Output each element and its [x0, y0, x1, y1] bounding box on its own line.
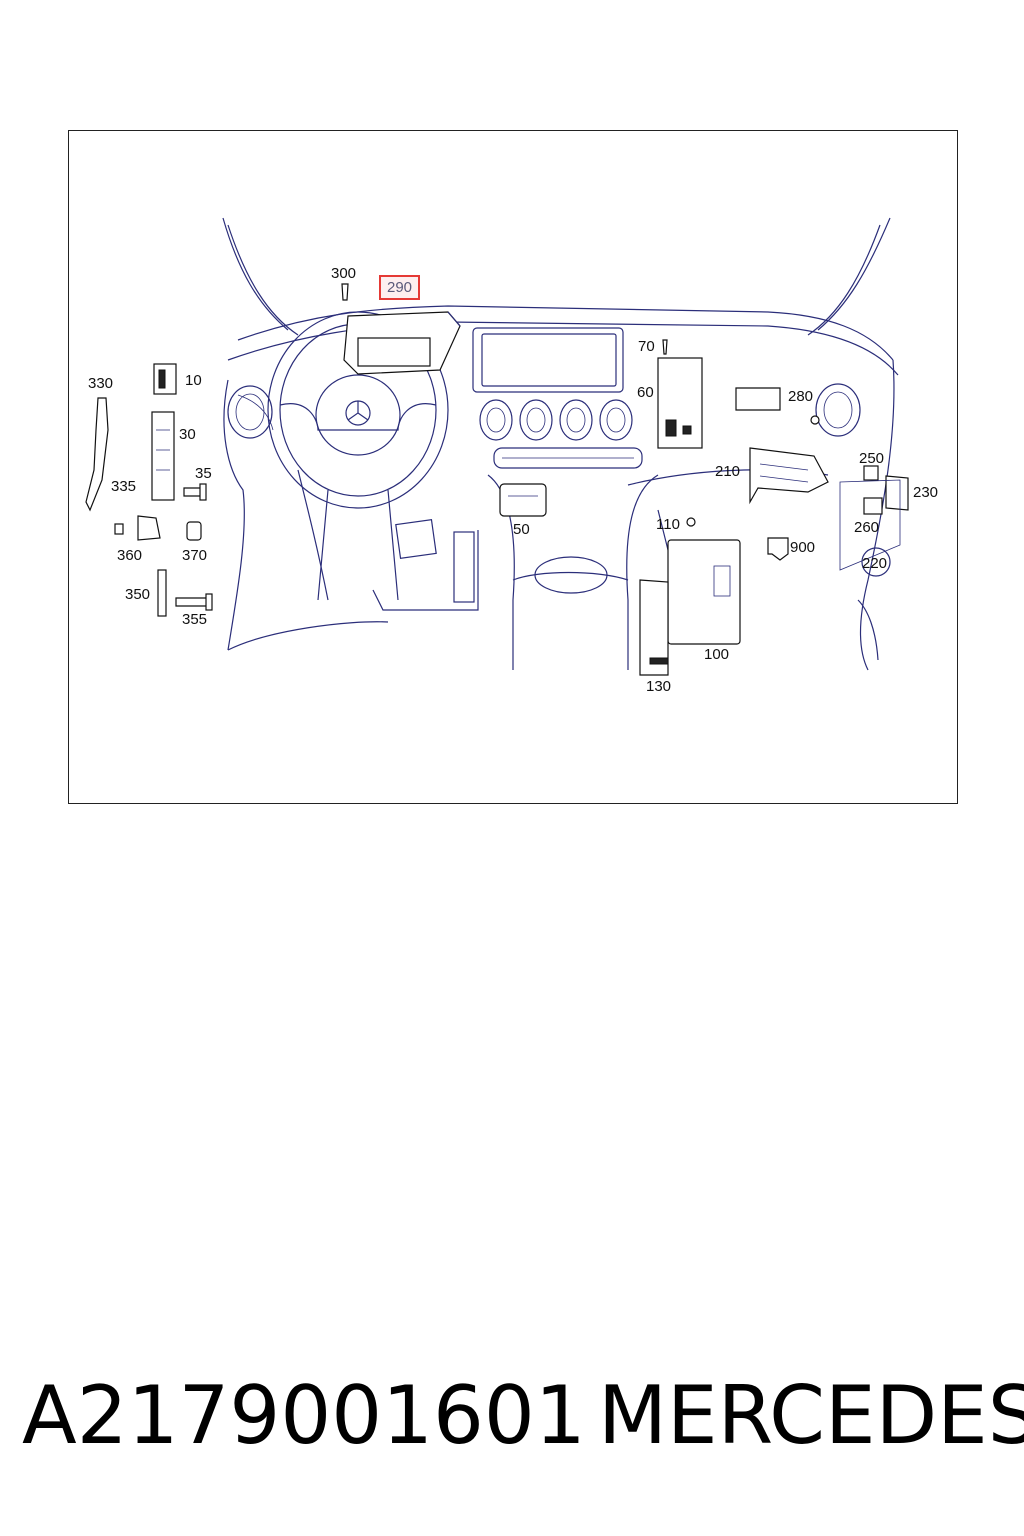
- part-number: A2179001601: [22, 1369, 586, 1462]
- callout-230[interactable]: 230: [913, 484, 939, 501]
- diagram-frame: [68, 130, 958, 804]
- callout-330[interactable]: 330: [88, 375, 114, 392]
- part-260-relay: [863, 497, 883, 515]
- pedal: [453, 531, 475, 603]
- callout-110[interactable]: 110: [656, 516, 680, 533]
- center-vent: [559, 399, 593, 441]
- part-70-screw: [662, 339, 668, 355]
- part-50-module: [499, 483, 547, 517]
- callout-30[interactable]: 30: [179, 426, 196, 443]
- callout-130[interactable]: 130: [646, 678, 672, 695]
- callout-300[interactable]: 300: [331, 265, 357, 282]
- dashboard-top: [237, 305, 894, 361]
- callout-100[interactable]: 100: [704, 646, 730, 663]
- callout-35[interactable]: 35: [195, 465, 212, 482]
- left-a-pillar: [222, 217, 289, 331]
- switch-strip: [493, 447, 643, 469]
- part-355-bolt: [175, 597, 209, 607]
- part-330-panel: [85, 397, 109, 512]
- callout-900[interactable]: 900: [790, 539, 816, 556]
- part-210-fusebox: [749, 447, 829, 505]
- part-35-bolt: [183, 487, 203, 497]
- center-vent: [599, 399, 633, 441]
- part-130-bracket: [639, 579, 669, 676]
- callout-50[interactable]: 50: [513, 521, 530, 538]
- callout-60[interactable]: 60: [637, 384, 654, 401]
- part-250-relay: [863, 465, 879, 481]
- part-60-module: [657, 357, 703, 449]
- part-300-screw: [341, 283, 349, 301]
- callout-360[interactable]: 360: [117, 547, 143, 564]
- part-100-control-unit: [667, 539, 741, 645]
- part-350-strip: [157, 569, 167, 617]
- callout-70[interactable]: 70: [638, 338, 655, 355]
- callout-250[interactable]: 250: [859, 450, 885, 467]
- callout-350[interactable]: 350: [125, 586, 151, 603]
- brand-name: MERCEDES: [598, 1369, 1024, 1462]
- right-a-pillar: [817, 217, 891, 331]
- callout-355[interactable]: 355: [182, 611, 208, 628]
- callout-260[interactable]: 260: [854, 519, 880, 536]
- right-vent: [815, 383, 861, 437]
- callout-210[interactable]: 210: [715, 463, 741, 480]
- callout-280[interactable]: 280: [788, 388, 814, 405]
- part-110-fastener: [686, 517, 696, 527]
- callout-335[interactable]: 335: [111, 478, 137, 495]
- part-280-trim: [735, 387, 781, 411]
- left-vent: [227, 385, 273, 439]
- part-230-bracket: [885, 475, 909, 511]
- callout-370[interactable]: 370: [182, 547, 208, 564]
- center-vent: [519, 399, 553, 441]
- pedal: [395, 518, 437, 560]
- center-display: [472, 327, 624, 393]
- callout-290[interactable]: 290: [379, 275, 421, 300]
- part-370-nut: [186, 521, 202, 541]
- callout-10[interactable]: 10: [185, 372, 202, 389]
- callout-220[interactable]: 220: [862, 555, 888, 572]
- steering-wheel: [267, 311, 449, 509]
- part-335-clip: [114, 523, 124, 535]
- part-30-switch-block: [151, 411, 175, 501]
- center-vent: [479, 399, 513, 441]
- part-360-bracket: [137, 515, 161, 541]
- part-900-connector: [767, 537, 789, 561]
- dashboard-exploded-diagram: [85, 217, 909, 676]
